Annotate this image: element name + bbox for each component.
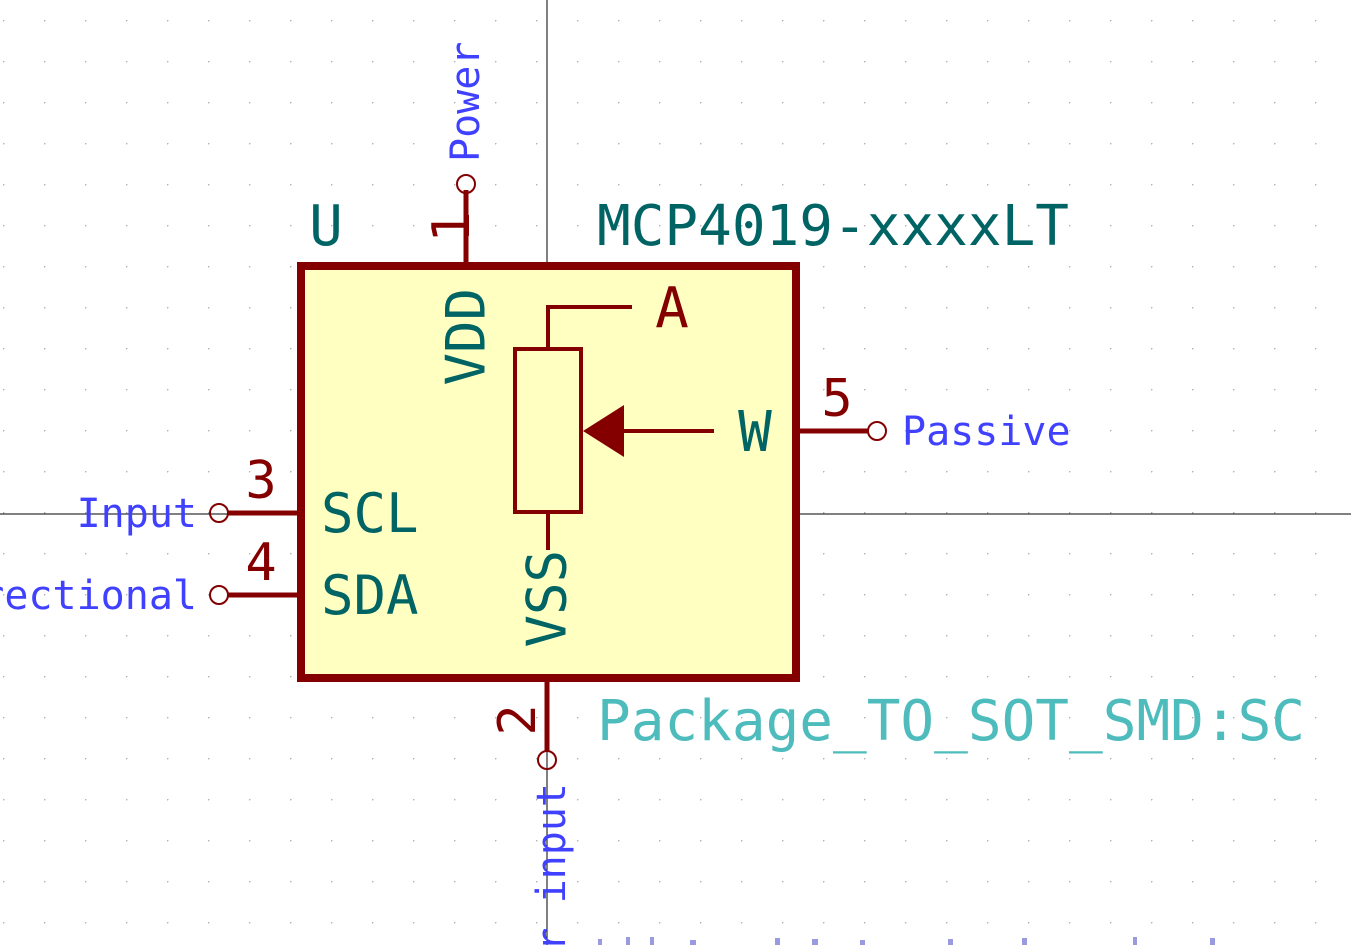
pin-1-type: Power xyxy=(443,42,489,162)
pin-4-connection-icon xyxy=(209,585,229,605)
pin-4-type: rectional xyxy=(0,573,197,619)
footprint-field[interactable]: Package_TO_SOT_SMD:SC xyxy=(597,689,1305,754)
pin-5-connection-icon xyxy=(867,421,887,441)
pin-1[interactable]: 1 Power VDD xyxy=(422,42,498,386)
pin-5-number: 5 xyxy=(821,369,852,429)
potentiometer-icon: A W xyxy=(513,276,772,550)
pin-3-number: 3 xyxy=(245,451,276,511)
wiper-arrow-icon xyxy=(583,405,624,457)
pin-3[interactable]: 3 Input SCL xyxy=(77,451,419,545)
pin-1-number: 1 xyxy=(422,211,482,242)
terminal-a-label: A xyxy=(655,276,689,341)
reference-designator[interactable]: U xyxy=(309,194,343,259)
pin-5-type: Passive xyxy=(902,409,1071,455)
pin-4-name: SDA xyxy=(321,564,419,627)
terminal-a-lead xyxy=(546,305,632,349)
pin-2[interactable]: 2 r input VSS xyxy=(488,550,579,945)
pin-3-type: Input xyxy=(77,491,197,537)
pin-4[interactable]: 4 rectional SDA xyxy=(0,533,419,627)
pin-3-name: SCL xyxy=(321,482,419,545)
pin-1-name: VDD xyxy=(435,288,498,386)
pin-2-number: 2 xyxy=(488,704,548,735)
clipped-text-fragment xyxy=(598,937,1215,945)
pin-2-connection-icon xyxy=(537,750,557,770)
pin-4-number: 4 xyxy=(245,533,276,593)
value-field[interactable]: MCP4019-xxxxLT xyxy=(597,194,1069,259)
pin-2-name: VSS xyxy=(516,550,579,648)
pin-2-type: r input xyxy=(529,783,575,945)
wiper-label: W xyxy=(738,400,772,465)
pin-1-connection-icon xyxy=(456,174,476,194)
pin-5[interactable]: 5 Passive xyxy=(798,369,1071,455)
pin-3-connection-icon xyxy=(209,503,229,523)
